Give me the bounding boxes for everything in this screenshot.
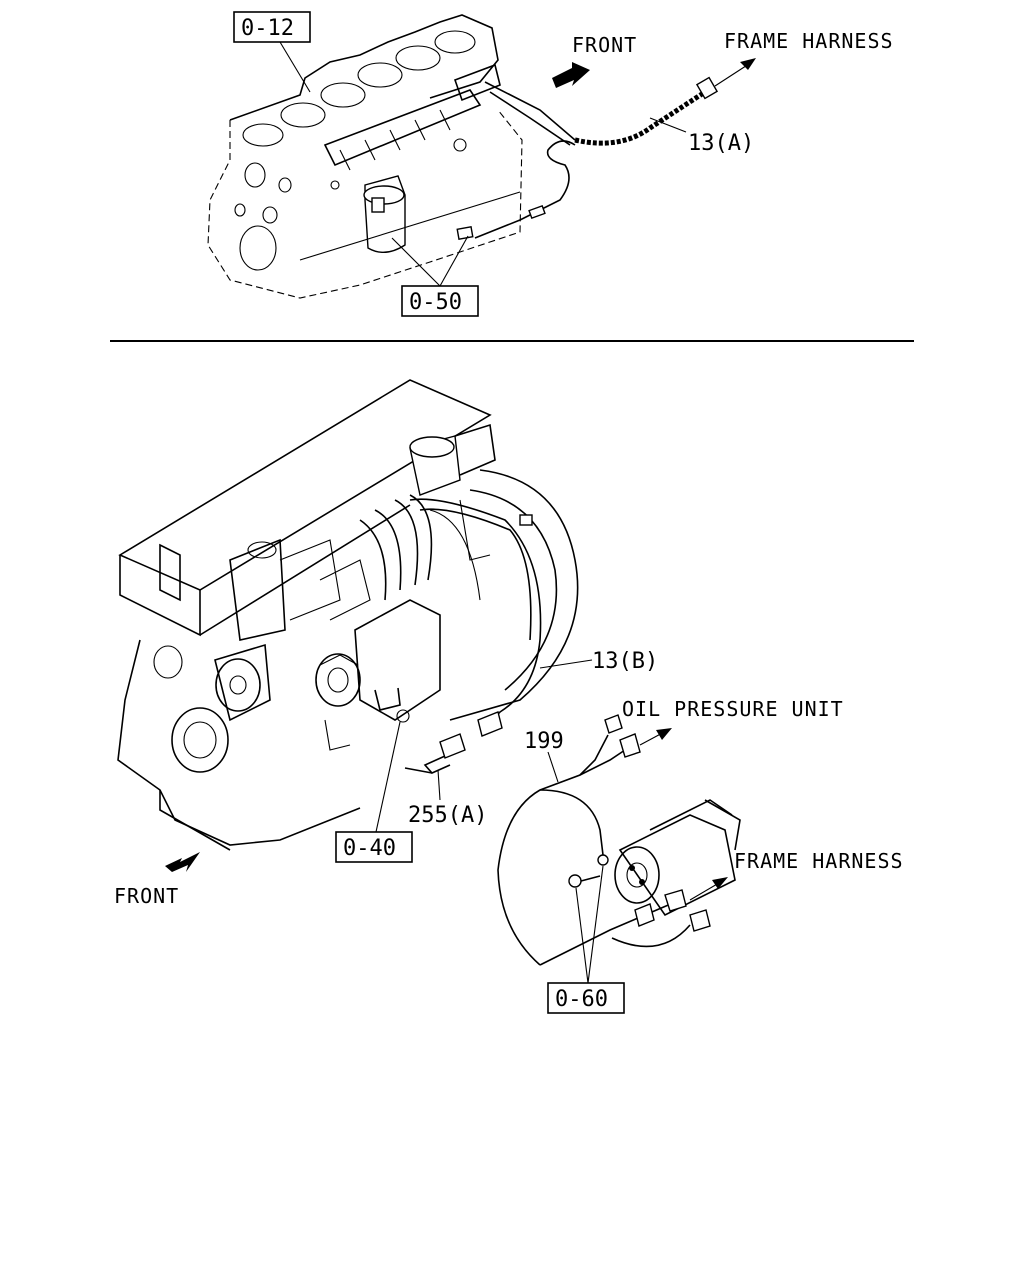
- ref-box-0-60: 0-60: [547, 982, 625, 1014]
- part-label-13a: 13(A): [688, 131, 754, 156]
- sensor-255a: [404, 733, 466, 774]
- starter-motor: [568, 799, 741, 917]
- top-engine-block: [207, 14, 523, 299]
- leader-255a: [437, 769, 441, 801]
- front-label-top: FRONT: [572, 33, 637, 57]
- ref-box-label: 0-60: [555, 987, 608, 1012]
- arrowhead-icon: [712, 877, 728, 889]
- leader-199: [547, 751, 559, 783]
- ref-box-0-40: 0-40: [335, 831, 413, 863]
- leader-0-60-a: [575, 887, 589, 984]
- leader-13a: [649, 117, 687, 133]
- cable-199: [497, 714, 711, 966]
- leader-0-60-b: [587, 865, 604, 984]
- part-label-199: 199: [524, 729, 564, 754]
- oil-pressure-label: OIL PRESSURE UNIT: [622, 697, 844, 721]
- front-label-bottom: FRONT: [114, 884, 179, 908]
- top-ref-box-0-50: 0-50: [401, 285, 479, 317]
- frame-harness-label-top: FRAME HARNESS: [724, 29, 894, 53]
- top-ref-box-0-12: 0-12: [233, 11, 311, 43]
- harness-13b-wire: [409, 498, 542, 737]
- harness-13a-wire: [456, 76, 719, 240]
- ref-box-label: 0-12: [241, 16, 294, 41]
- front-arrow-top-icon: [552, 62, 590, 88]
- part-label-255a: 255(A): [408, 803, 487, 828]
- bottom-engine: [117, 379, 579, 851]
- frame-harness-label-bottom: FRAME HARNESS: [734, 849, 904, 873]
- front-arrow-bottom-icon: [165, 852, 200, 872]
- leader-0-40: [375, 721, 401, 833]
- leader-0-12: [279, 41, 311, 93]
- arrowhead-icon: [656, 728, 672, 740]
- leader-13b: [539, 659, 593, 669]
- ref-box-label: 0-50: [409, 290, 462, 315]
- arrowhead-icon: [740, 58, 756, 70]
- leader-0-50-b: [439, 235, 469, 287]
- part-label-13b: 13(B): [592, 649, 658, 674]
- leader-0-50-a: [391, 237, 441, 287]
- ref-box-label: 0-40: [343, 836, 396, 861]
